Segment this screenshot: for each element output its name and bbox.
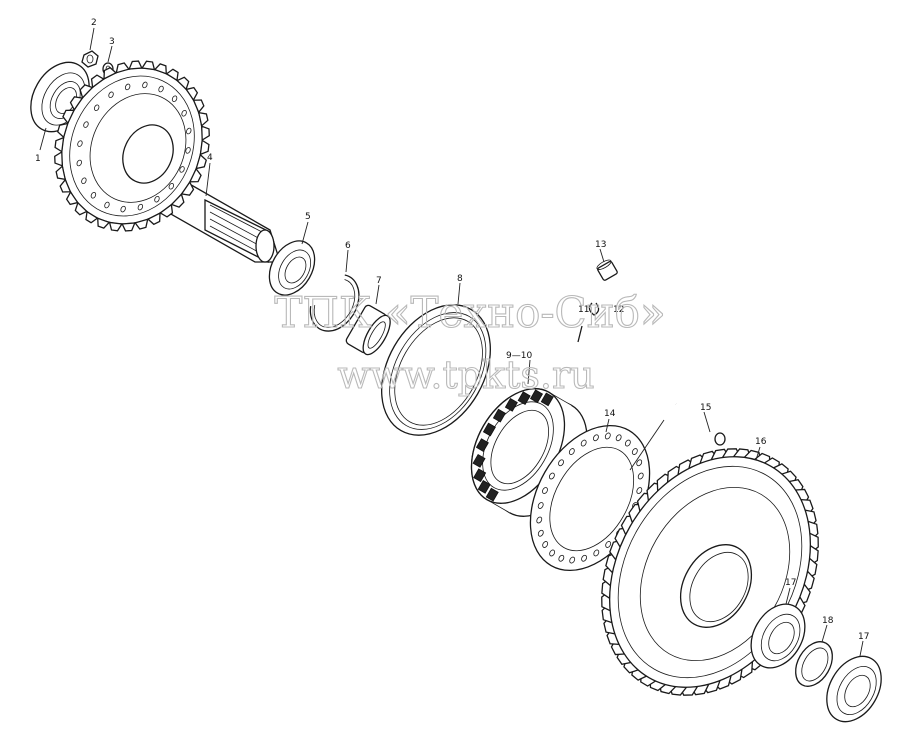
part-17-bearing-b bbox=[826, 655, 882, 723]
watermark: ТПК «Техно-Сиб» www.tpkts.ru bbox=[274, 287, 666, 397]
part-6-snap-ring bbox=[309, 274, 360, 332]
callout-17b: 17 bbox=[858, 632, 869, 642]
part-13-pin-sleeve bbox=[596, 259, 618, 281]
part-17-bearing-a bbox=[750, 603, 806, 669]
callout-labels: 1 2 3 4 5 6 7 8 9—10 11 12 13 14 15 16 1… bbox=[35, 18, 869, 642]
callout-9-10: 9—10 bbox=[506, 351, 532, 361]
callout-18: 18 bbox=[822, 616, 834, 626]
callout-3: 3 bbox=[109, 37, 115, 47]
watermark-line-2: www.tpkts.ru bbox=[337, 353, 594, 397]
part-7-sleeve bbox=[345, 304, 391, 356]
part-4-gear-shaft bbox=[54, 60, 281, 264]
part-9-10-roller-cage bbox=[470, 388, 588, 517]
leader-lines bbox=[39, 27, 864, 657]
callout-8: 8 bbox=[457, 274, 463, 284]
callout-7: 7 bbox=[376, 276, 382, 286]
callout-11: 11 bbox=[578, 305, 589, 315]
callout-2: 2 bbox=[91, 18, 97, 28]
watermark-line-1: ТПК «Техно-Сиб» bbox=[274, 288, 665, 337]
part-2-nut bbox=[81, 50, 99, 68]
part-12-clip bbox=[588, 302, 600, 316]
part-18-washer bbox=[795, 641, 833, 687]
callout-16: 16 bbox=[755, 437, 767, 447]
callout-6: 6 bbox=[345, 241, 351, 251]
callout-13: 13 bbox=[595, 240, 606, 250]
callout-14: 14 bbox=[604, 409, 616, 419]
gear-teeth bbox=[54, 60, 210, 232]
callout-17a: 17 bbox=[785, 578, 796, 588]
callout-5: 5 bbox=[305, 212, 311, 222]
callout-15: 15 bbox=[700, 403, 711, 413]
part-11-pin bbox=[577, 325, 583, 343]
part-5-bearing bbox=[268, 240, 316, 296]
callout-12: 12 bbox=[613, 305, 624, 315]
callout-4: 4 bbox=[207, 153, 213, 163]
gear-holes bbox=[76, 81, 192, 213]
callout-1: 1 bbox=[35, 154, 41, 164]
part-8-ring bbox=[381, 304, 491, 436]
